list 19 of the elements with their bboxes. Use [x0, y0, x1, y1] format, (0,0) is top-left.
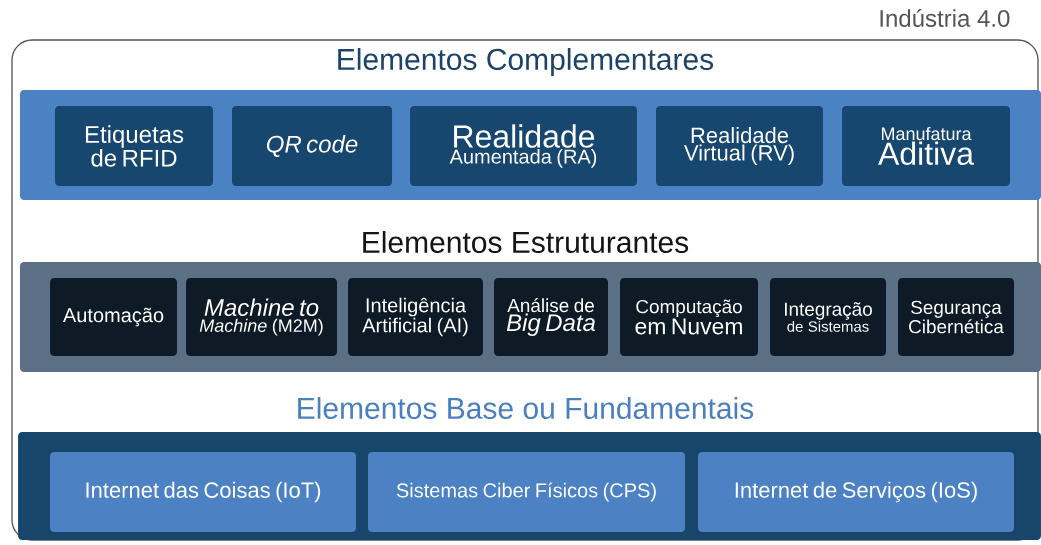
element-box: Etiquetas de RFID: [55, 106, 213, 186]
element-box: Automação: [50, 278, 177, 356]
element-box: Internet de Serviços (IoS): [698, 452, 1014, 532]
node-label: Elementos Estruturantes: [363, 230, 689, 254]
element-box: Análise de Big Data: [494, 278, 608, 356]
element-box: QR code: [232, 106, 392, 186]
element-box: Segurança Cibernética: [898, 278, 1014, 356]
element-box: Computação em Nuvem: [620, 278, 758, 356]
element-box: Realidade Virtual (RV): [656, 106, 823, 186]
element-box: Manufatura Aditiva: [842, 106, 1010, 186]
node-label: Elementos Base ou Fundamentais: [298, 396, 754, 420]
element-box: Realidade Aumentada (RA): [410, 106, 637, 186]
frame-heading: Indústria 4.0: [880, 9, 1010, 27]
element-box: Integração de Sistemas: [770, 278, 886, 356]
node-label: Elementos Complementares: [338, 48, 714, 76]
element-box: Inteligência Artificial (AI): [348, 278, 483, 356]
element-box: Sistemas Ciber Físicos (CPS): [368, 452, 686, 532]
element-box: Internet das Coisas (IoT): [50, 452, 356, 532]
element-box: Machine to Machine (M2M): [186, 278, 337, 356]
